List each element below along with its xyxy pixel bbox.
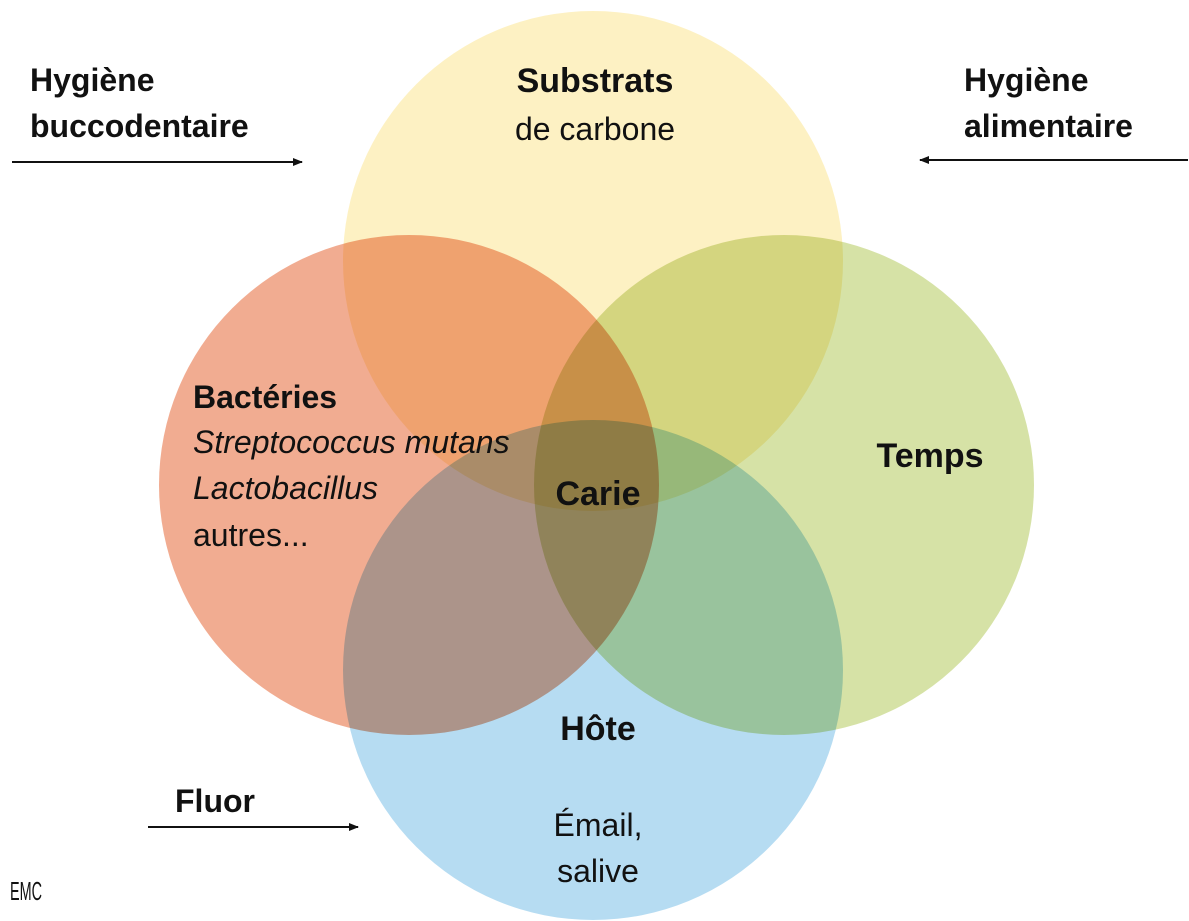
bacteries-others: autres... — [193, 517, 309, 553]
venn-circles — [159, 11, 1034, 920]
substrats-subtitle: de carbone — [515, 111, 675, 147]
hygiene-alimentaire-line-1: Hygiène — [964, 62, 1088, 98]
hygiene-buccodentaire-line-1: Hygiène — [30, 62, 154, 98]
bacteries-species-2: Lactobacillus — [193, 470, 378, 506]
hote-circle — [343, 420, 843, 920]
emc-logo: EMC — [10, 876, 42, 906]
hote-line-1: Émail, — [554, 807, 643, 843]
hygiene-alimentaire-line-2: alimentaire — [964, 108, 1133, 144]
bacteries-species-1: Streptococcus mutans — [193, 424, 510, 460]
hote-title: Hôte — [560, 710, 636, 748]
hygiene-buccodentaire-line-2: buccodentaire — [30, 108, 249, 144]
carie-label: Carie — [555, 475, 640, 513]
bacteries-title: Bactéries — [193, 379, 337, 415]
fluor-label: Fluor — [175, 783, 255, 819]
hote-line-2: salive — [557, 853, 639, 889]
temps-title: Temps — [876, 437, 983, 475]
substrats-title: Substrats — [517, 62, 674, 100]
